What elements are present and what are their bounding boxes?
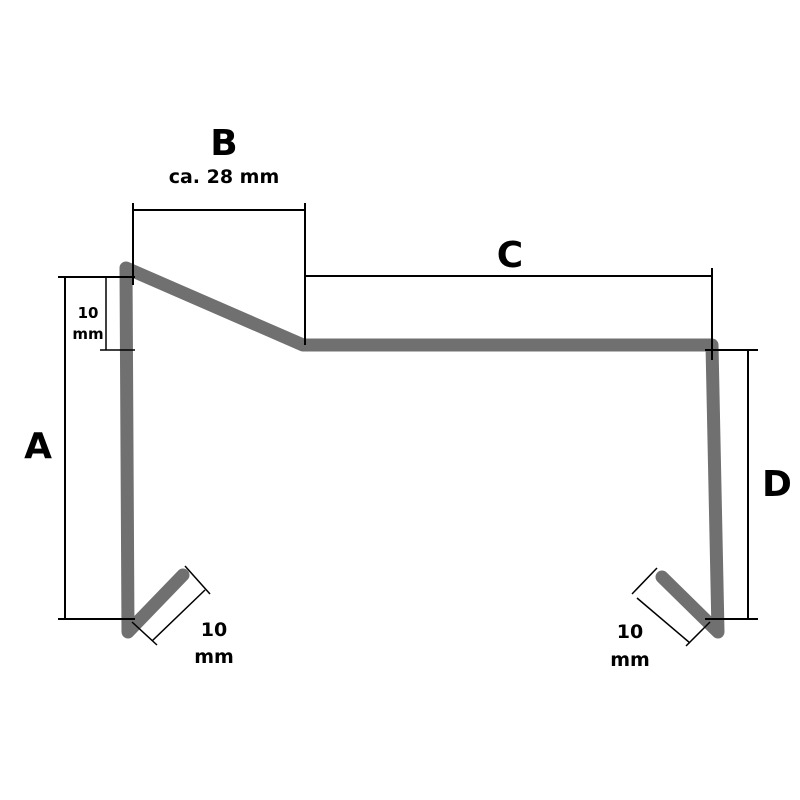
label-top-left-unit: mm — [72, 325, 103, 343]
label-bottom-left-value: 10 — [201, 619, 227, 641]
label-b: B — [210, 123, 237, 164]
dimension-bottom-right-10mm — [631, 567, 711, 647]
dimension-c — [305, 268, 713, 360]
label-bottom-right-unit: mm — [610, 649, 650, 671]
dimension-a — [58, 276, 135, 620]
dimension-b — [132, 203, 306, 345]
dimension-d — [705, 349, 758, 620]
dimension-bottom-left-10mm — [131, 565, 211, 646]
label-b-note: ca. 28 mm — [169, 166, 280, 188]
label-top-left-value: 10 — [78, 304, 99, 322]
label-c: C — [497, 235, 523, 276]
dimension-top-left-10mm — [100, 277, 135, 351]
label-bottom-left-unit: mm — [194, 646, 234, 668]
label-d: D — [762, 464, 792, 505]
profile-outline — [119, 261, 725, 639]
label-a: A — [24, 426, 52, 467]
label-bottom-right-value: 10 — [617, 621, 643, 643]
